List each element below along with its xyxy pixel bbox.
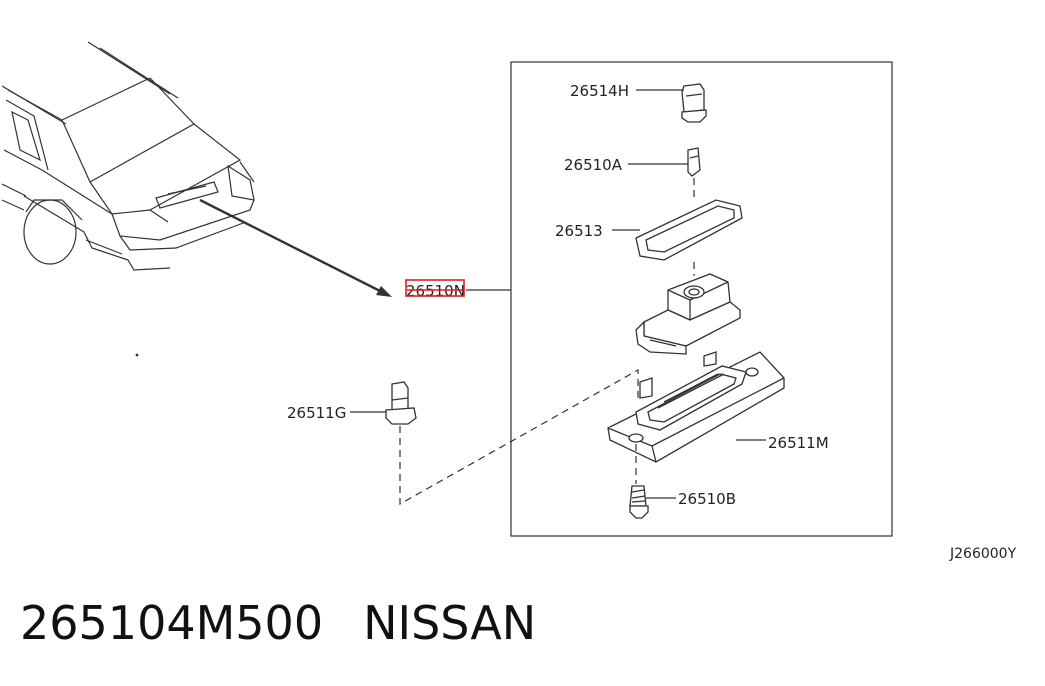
label-26514H: 26514H xyxy=(570,82,629,100)
label-26511G: 26511G xyxy=(287,404,346,422)
gasket-26513 xyxy=(635,199,743,261)
socket-26510A xyxy=(687,147,701,177)
detail-frame xyxy=(510,61,893,537)
lamp-base-26511M xyxy=(607,351,785,463)
label-26513: 26513 xyxy=(555,222,603,240)
location-arrow xyxy=(199,198,392,297)
footer-brand: NISSAN xyxy=(363,596,537,650)
lamp-housing xyxy=(635,273,741,355)
highlight-box xyxy=(405,279,465,297)
footer-caption: 265104M500 NISSAN xyxy=(20,596,536,650)
bulb-26514H xyxy=(681,83,707,123)
label-26510N: 26510N xyxy=(406,282,465,300)
clip-route-dashed xyxy=(399,368,639,506)
label-26510B: 26510B xyxy=(678,490,736,508)
label-26510A: 26510A xyxy=(564,156,623,174)
label-26511M: 26511M xyxy=(768,434,829,452)
car-rear-illustration xyxy=(1,41,255,357)
clip-26511G xyxy=(385,381,417,425)
diagram-code: J266000Y xyxy=(949,546,1017,562)
footer-part-number: 265104M500 xyxy=(20,596,324,650)
screw-26510B xyxy=(629,485,649,519)
